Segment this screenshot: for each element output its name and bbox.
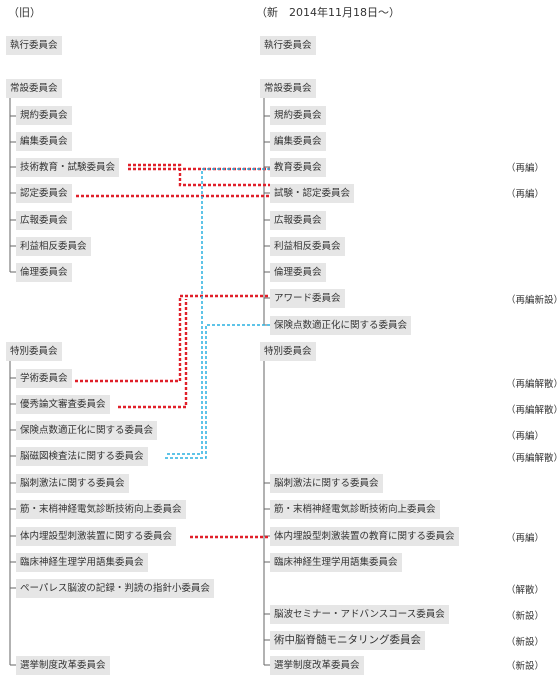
old-special-box: 特別委員会 [6,342,62,361]
change-note: （再編解散） [506,405,560,416]
new-standing-item: 編集委員会 [270,132,326,151]
red-dashed-connectors [75,163,270,539]
new-standing-item: 倫理委員会 [270,263,326,282]
old-executive-box: 執行委員会 [6,36,62,55]
change-note: （新設） [506,661,545,672]
old-special-item: 体内埋設型刺激装置に関する委員会 [16,527,177,546]
old-special-item: 優秀論文審査委員会 [16,395,110,414]
new-standing-item: 試験・認定委員会 [270,184,355,203]
old-special-tree [9,361,16,666]
change-note: （再編） [506,431,545,442]
new-standing-item: 規約委員会 [270,106,326,125]
new-special-item: 術中脳脊髄モニタリング委員会 [270,631,425,650]
new-standing-item: 利益相反委員会 [270,237,345,256]
change-note: （新設） [506,611,545,622]
change-note: （再編解散） [506,379,560,390]
old-standing-item: 利益相反委員会 [16,237,91,256]
new-special-item: 脳波セミナー・アドバンスコース委員会 [270,605,449,624]
old-standing-item: 技術教育・試験委員会 [16,158,120,177]
old-special-item: 脳磁図検査法に関する委員会 [16,447,148,466]
change-note: （再編解散） [506,453,560,464]
new-special-box: 特別委員会 [260,342,316,361]
old-special-item: 保険点数適正化に関する委員会 [16,421,158,440]
new-special-item: 体内埋設型刺激装置の教育に関する委員会 [270,527,459,546]
blue-dashed-connectors [165,168,270,459]
old-standing-box: 常設委員会 [6,79,62,98]
new-election-box: 選挙制度改革委員会 [270,656,364,675]
new-header: （新 2014年11月18日〜） [256,6,400,19]
new-special-item: 脳刺激法に関する委員会 [270,474,383,493]
old-header: （旧） [8,6,41,19]
change-note: （再編） [506,533,545,544]
new-standing-item: アワード委員会 [270,289,345,308]
change-note: （再編） [506,163,545,174]
new-standing-item: 教育委員会 [270,158,326,177]
old-standing-item: 編集委員会 [16,132,72,151]
old-standing-item: 広報委員会 [16,211,72,230]
old-special-item: 学術委員会 [16,369,72,388]
new-special-item: 筋・末梢神経電気診断技術向上委員会 [270,500,440,519]
old-standing-item: 認定委員会 [16,184,72,203]
new-special-item: 臨床神経生理学用語集委員会 [270,553,402,572]
old-standing-tree [9,97,16,273]
change-note: （再編） [506,189,545,200]
old-special-item: 筋・末梢神経電気診断技術向上委員会 [16,500,186,519]
change-note: （再編新設） [506,295,560,306]
old-special-item: 臨床神経生理学用語集委員会 [16,553,148,572]
change-note: （解散） [506,585,545,596]
new-executive-box: 執行委員会 [260,36,316,55]
change-note: （新設） [506,637,545,648]
new-standing-tree [263,97,270,326]
new-standing-item: 広報委員会 [270,211,326,230]
new-standing-item: 保険点数適正化に関する委員会 [270,316,412,335]
old-special-item: ペーパレス脳波の記録・判読の指針小委員会 [16,579,214,598]
old-election-box: 選挙制度改革委員会 [16,656,110,675]
new-standing-box: 常設委員会 [260,79,316,98]
old-standing-item: 規約委員会 [16,106,72,125]
old-special-item: 脳刺激法に関する委員会 [16,474,129,493]
old-standing-item: 倫理委員会 [16,263,72,282]
